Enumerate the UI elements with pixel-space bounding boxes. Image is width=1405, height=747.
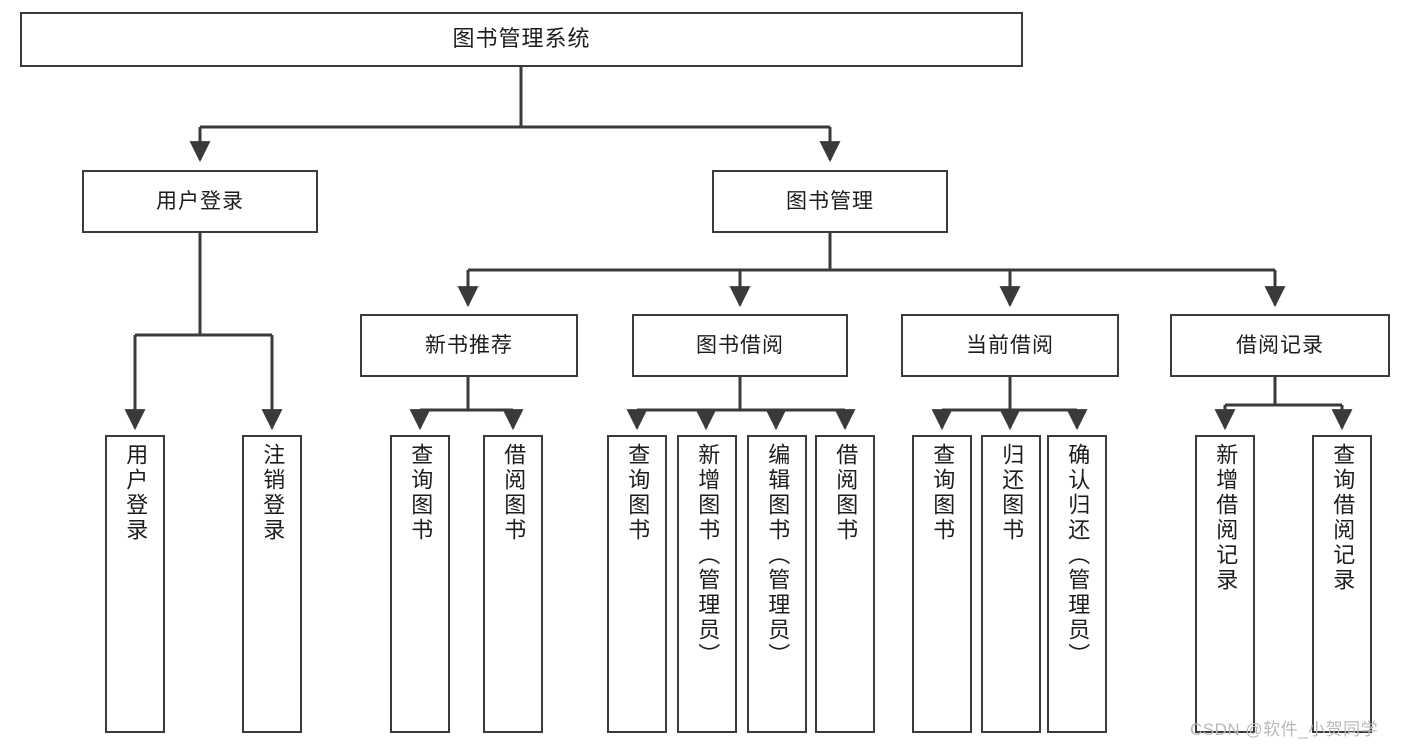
leaf-query-book-current[interactable]: 查询图书 [912, 435, 972, 733]
leaf-query-borrow-record[interactable]: 查询借阅记录 [1312, 435, 1372, 733]
node-borrow-records[interactable]: 借阅记录 [1170, 314, 1390, 377]
leaf-query-book-recommendation[interactable]: 查询图书 [390, 435, 450, 733]
node-label: 借阅图书 [501, 443, 527, 543]
node-label: 当前借阅 [966, 333, 1054, 357]
node-label: 编辑图书（管理员） [765, 443, 791, 668]
node-label: 用户登录 [156, 189, 244, 213]
node-label: 确认归还（管理员） [1065, 443, 1091, 668]
node-label: 查询图书 [930, 443, 956, 543]
leaf-add-book-admin[interactable]: 新增图书（管理员） [677, 435, 737, 733]
node-label: 图书管理系统 [452, 26, 591, 52]
node-label: 查询借阅记录 [1330, 443, 1356, 593]
node-book-management[interactable]: 图书管理 [712, 170, 948, 233]
node-label: 图书管理 [786, 189, 874, 213]
node-label: 新增图书（管理员） [695, 443, 721, 668]
node-label: 图书借阅 [696, 333, 784, 357]
node-book-borrow[interactable]: 图书借阅 [632, 314, 848, 377]
leaf-confirm-return-admin[interactable]: 确认归还（管理员） [1047, 435, 1107, 733]
node-root[interactable]: 图书管理系统 [20, 12, 1023, 67]
leaf-edit-book-admin[interactable]: 编辑图书（管理员） [747, 435, 807, 733]
leaf-logout[interactable]: 注销登录 [242, 435, 302, 733]
node-label: 查询图书 [408, 443, 434, 543]
leaf-return-book[interactable]: 归还图书 [981, 435, 1041, 733]
watermark: CSDN @软件_小贺同学 [1190, 720, 1379, 739]
node-label: 注销登录 [260, 443, 286, 543]
leaf-add-borrow-record[interactable]: 新增借阅记录 [1195, 435, 1255, 733]
node-current-borrow[interactable]: 当前借阅 [901, 314, 1119, 377]
node-new-book-recommendation[interactable]: 新书推荐 [360, 314, 578, 377]
node-label: 借阅图书 [833, 443, 859, 543]
node-label: 新增借阅记录 [1213, 443, 1239, 593]
node-label: 借阅记录 [1236, 333, 1324, 357]
node-label: 查询图书 [625, 443, 651, 543]
leaf-borrow-book[interactable]: 借阅图书 [815, 435, 875, 733]
node-label: 归还图书 [999, 443, 1025, 543]
leaf-user-login[interactable]: 用户登录 [105, 435, 165, 733]
node-label: 新书推荐 [425, 333, 513, 357]
node-user-login[interactable]: 用户登录 [82, 170, 318, 233]
node-label: 用户登录 [123, 443, 149, 543]
leaf-query-book-borrow[interactable]: 查询图书 [607, 435, 667, 733]
leaf-borrow-book-recommendation[interactable]: 借阅图书 [483, 435, 543, 733]
